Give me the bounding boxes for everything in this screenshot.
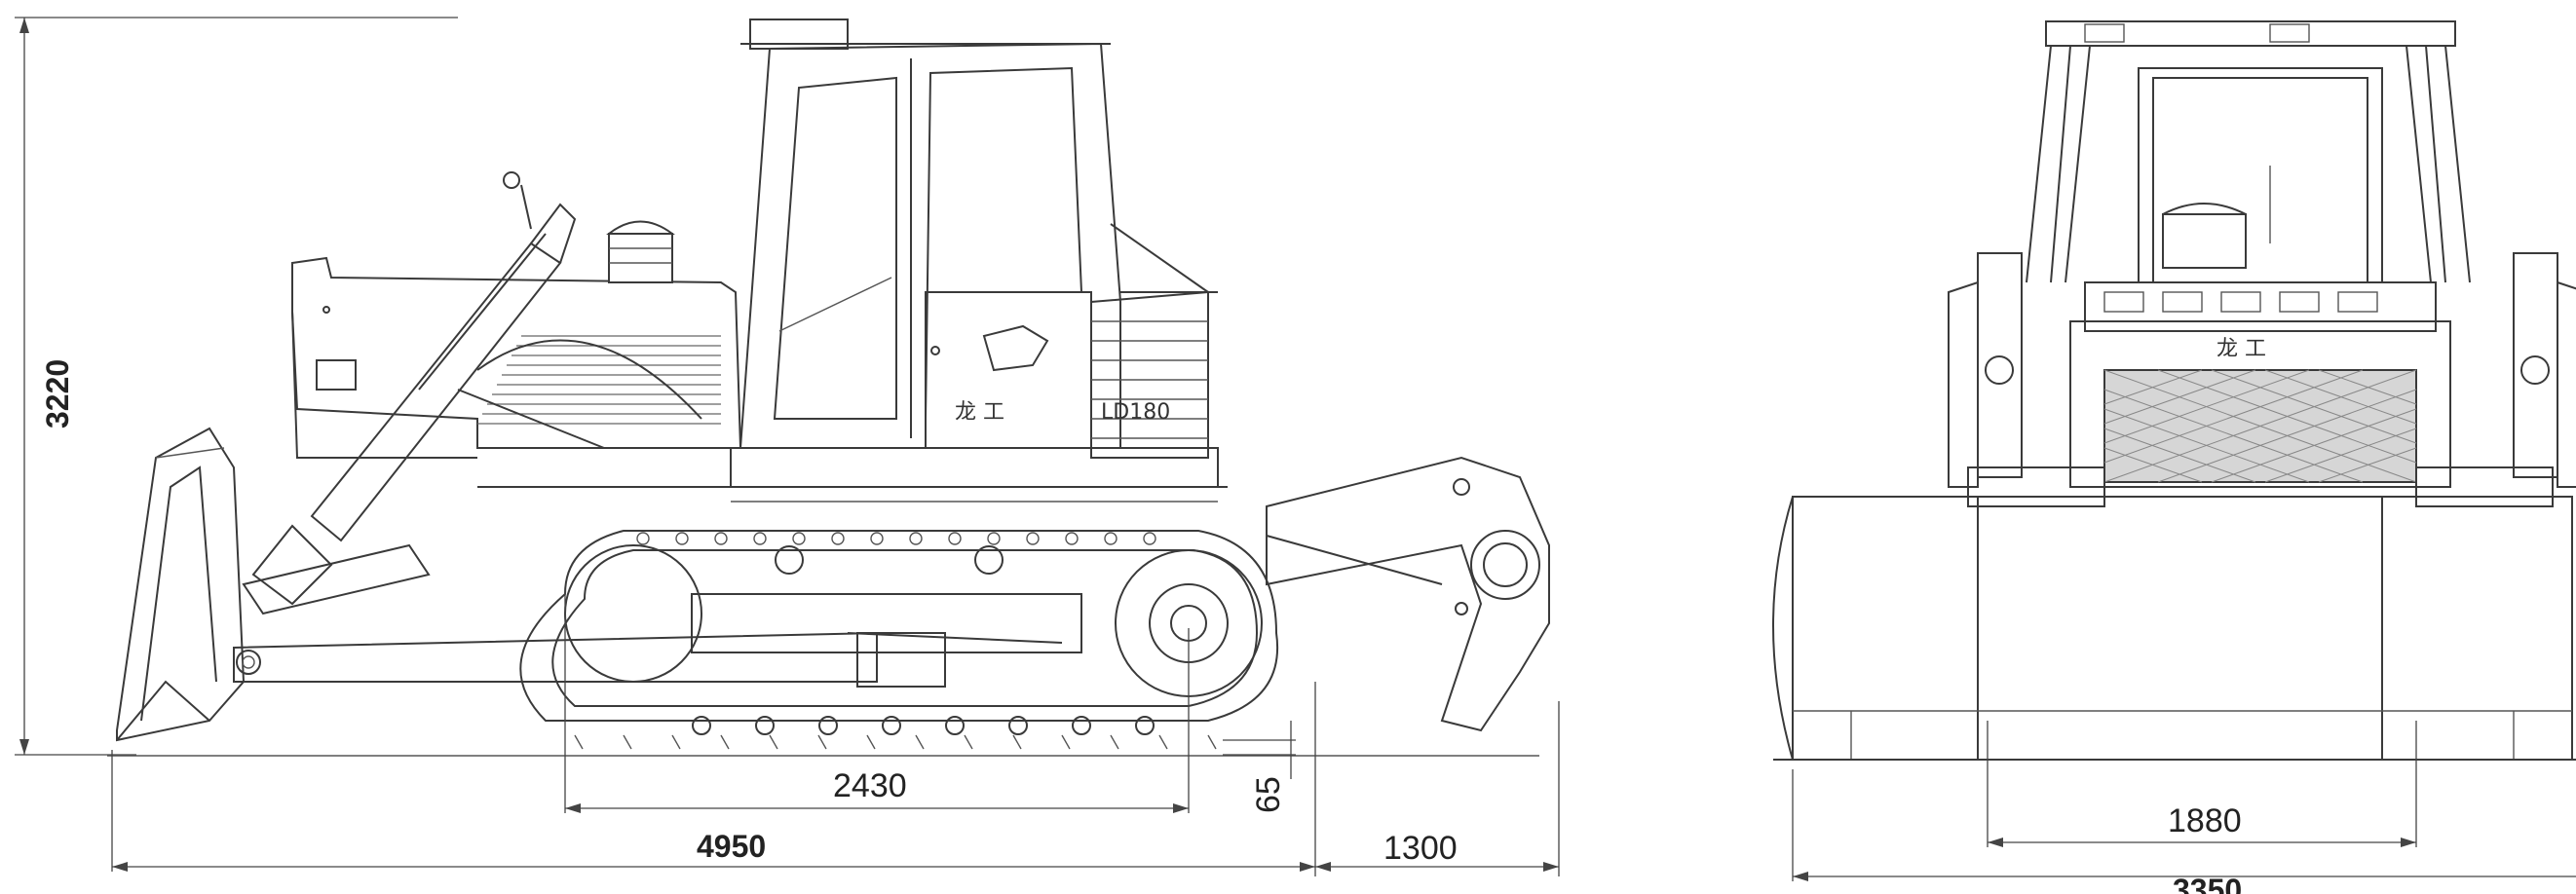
side-brand-mark: 龙 工: [955, 400, 1004, 425]
front-brand-mark: 龙 工: [2216, 337, 2266, 361]
front-engine: 龙 工: [2069, 203, 2451, 488]
side-view: 3220: [15, 17, 1560, 876]
lift-cylinder: [251, 171, 577, 606]
rear-ripper: [1266, 456, 1550, 732]
ground-clearance-dimension: 65: [1223, 721, 1296, 813]
ripper-length-value: 1300: [1383, 830, 1458, 867]
ground-clearance-value: 65: [1250, 776, 1287, 813]
cab: [739, 19, 1218, 449]
track-rollers: [692, 716, 1155, 735]
track-shoes: [636, 532, 1156, 545]
track-center-dimension: 2430: [564, 589, 1190, 813]
length-dimension: 4950 1300: [111, 682, 1560, 876]
track-gauge-value: 1880: [2168, 802, 2242, 839]
height-dimension: 3220: [15, 17, 458, 756]
front-idler: [564, 544, 702, 683]
front-lift-cylinders: [1948, 252, 2576, 488]
length-value: 4950: [697, 829, 766, 864]
front-view-blade: [1772, 496, 2576, 761]
exhaust-stack: [606, 220, 675, 283]
deck: [477, 447, 1228, 503]
front-tracks: [1967, 466, 2554, 507]
height-dimension-value: 3220: [40, 359, 75, 428]
front-view: 龙 工: [1772, 20, 2576, 894]
hood-grille: [477, 335, 721, 425]
track-center-value: 2430: [833, 767, 907, 804]
track-gauge-dimension: 1880: [1987, 721, 2417, 847]
front-blade: [116, 427, 261, 742]
rear-body: LD180 龙 工: [955, 290, 1209, 459]
blade-width-dimension: 3350: [1792, 769, 2576, 894]
cab-badge: LD180: [1101, 400, 1170, 425]
rops-frame: [2026, 20, 2471, 283]
blade-width-value: 3350: [2173, 873, 2242, 894]
engine-hood: [291, 256, 742, 459]
track-assembly: [519, 530, 1279, 750]
push-arm: [233, 543, 1063, 683]
